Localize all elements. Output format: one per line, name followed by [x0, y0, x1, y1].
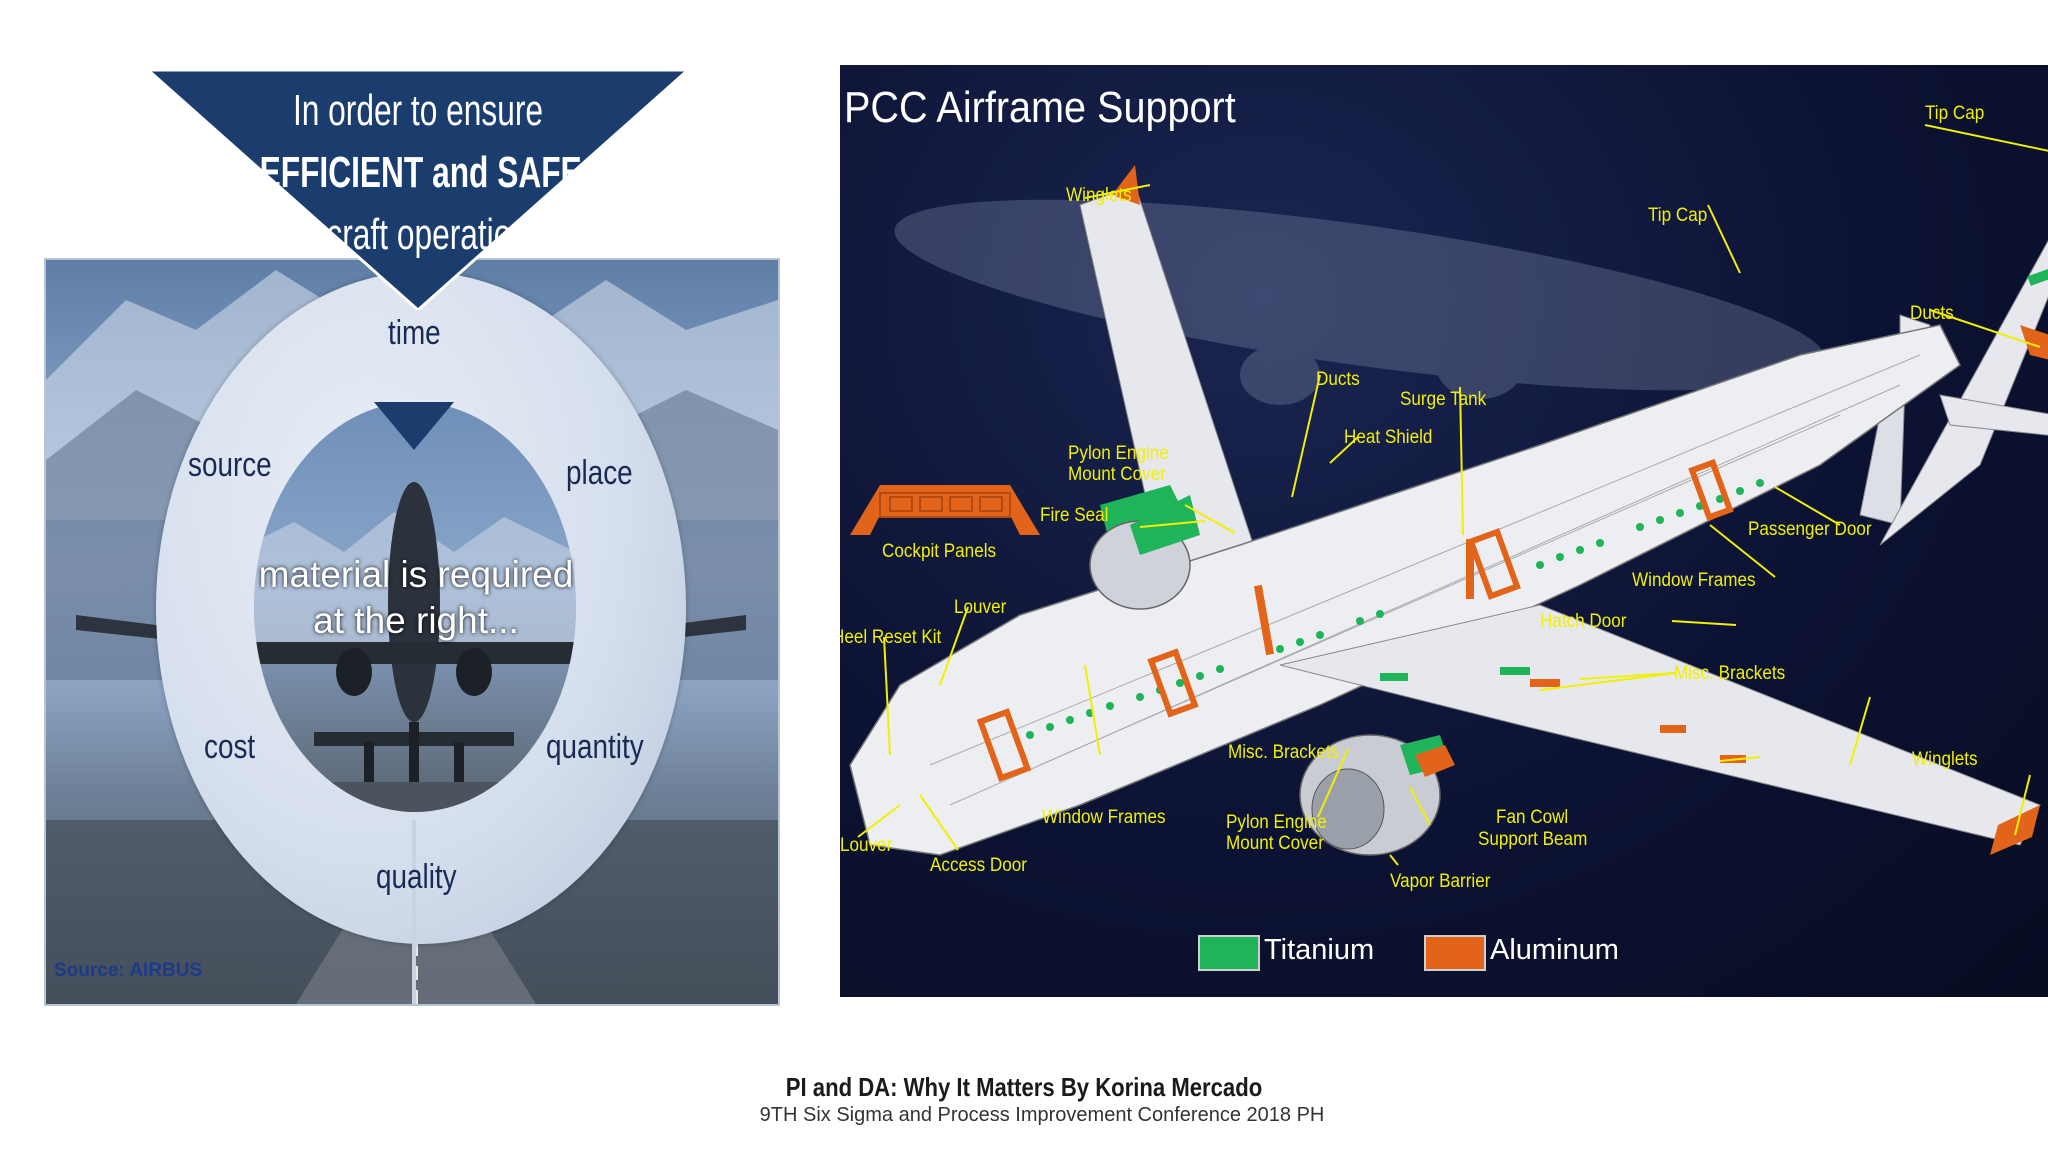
- footer-title: PI and DA: Why It Matters By Korina Merc…: [785, 1072, 1263, 1102]
- callout-heat-shield: Heat Shield: [1344, 427, 1433, 448]
- banner-line-3: aircraft operations: [291, 210, 545, 259]
- callout-louver-top: Louver: [954, 597, 1007, 618]
- callout-fan-cowl-1: Fan Cowl: [1496, 807, 1569, 828]
- callout-misc-brackets: Misc. Brackets: [1228, 742, 1340, 763]
- callout-passenger-door: Passenger Door: [1748, 519, 1872, 540]
- callout-pylon-mount-cover-upper-1: Pylon Engine: [1068, 443, 1169, 464]
- callout-pylon-mount-cover-lower-1: Pylon Engine: [1226, 812, 1327, 833]
- ring-word-cost: cost: [204, 728, 256, 766]
- panel-title: PCC Airframe Support: [844, 83, 1236, 132]
- callout-tip-cap-top: Tip Cap: [1925, 103, 1985, 124]
- callout-misc-brackets-right: Misc. Brackets: [1674, 663, 1786, 684]
- legend-aluminum-swatch: [1424, 935, 1486, 971]
- callout-window-frames: Window Frames: [1042, 807, 1166, 828]
- banner-triangle: [148, 70, 688, 310]
- ring-word-place: place: [566, 454, 633, 492]
- center-line-1: material is required: [258, 554, 574, 595]
- banner-line-2: EFFICIENT and SAFE: [259, 148, 582, 197]
- callout-cockpit-panels: Cockpit Panels: [882, 541, 997, 562]
- banner-line-1: In order to ensure: [292, 86, 544, 135]
- callout-winglets-right: Winglets: [1912, 749, 1978, 770]
- callout-ducts-right: Ducts: [1910, 303, 1954, 324]
- legend-titanium-swatch: [1198, 935, 1260, 971]
- callout-winglets-top: Winglets: [1066, 185, 1132, 206]
- airplane-cutaway-diagram: [849, 124, 2048, 866]
- footer-subtitle: 9TH Six Sigma and Process Improvement Co…: [759, 1104, 1325, 1126]
- ring-center-window: [254, 402, 576, 812]
- callout-vapor-barrier: Vapor Barrier: [1390, 871, 1491, 892]
- callout-hatch-door: Hatch Door: [1540, 611, 1627, 632]
- ring-word-quantity: quantity: [546, 728, 644, 766]
- legend-aluminum-label: Aluminum: [1490, 934, 1619, 966]
- pointer-triangle-icon: [374, 402, 454, 450]
- callout-access-door: Access Door: [930, 855, 1027, 876]
- callout-pylon-mount-cover-upper-2: Mount Cover: [1068, 464, 1166, 485]
- callout-fire-seal: Fire Seal: [1040, 505, 1109, 526]
- source-note: Source: AIRBUS: [54, 960, 203, 981]
- pcc-airframe-panel: PCC Airframe Support Tip Cap Tip Cap Win…: [840, 65, 2048, 997]
- callout-ducts: Ducts: [1316, 369, 1360, 390]
- callout-pylon-mount-cover-lower-2: Mount Cover: [1226, 833, 1324, 854]
- callout-tip-cap: Tip Cap: [1648, 205, 1708, 226]
- ring-word-quality: quality: [376, 858, 457, 896]
- callout-louver-bottom: Louver: [840, 835, 893, 856]
- callout-window-frames-right: Window Frames: [1632, 570, 1756, 591]
- divider-line: [412, 820, 416, 1004]
- legend-titanium-label: Titanium: [1264, 934, 1375, 966]
- center-line-2: at the right...: [313, 600, 519, 641]
- callout-heel-reset-kit: Heel Reset Kit: [840, 627, 942, 648]
- airbus-diagram-panel: time source place cost quantity quality …: [44, 258, 780, 1006]
- callout-surge-tank: Surge Tank: [1400, 389, 1487, 410]
- ring-word-source: source: [188, 446, 272, 484]
- ring-word-time: time: [388, 314, 441, 352]
- callout-fan-cowl-2: Support Beam: [1478, 829, 1588, 850]
